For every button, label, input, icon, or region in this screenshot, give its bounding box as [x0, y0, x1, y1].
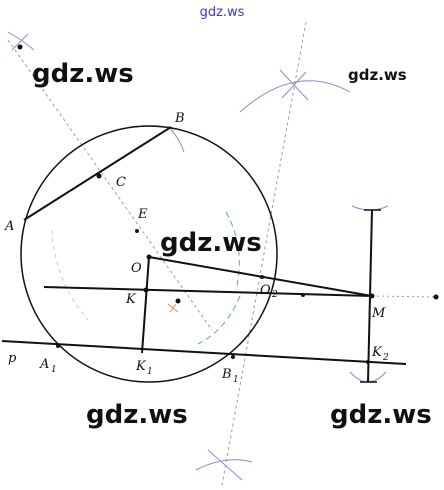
- label-k: K: [125, 292, 137, 307]
- watermark-top: gdz.ws: [200, 5, 245, 20]
- label-b1-sub: 1: [233, 375, 239, 385]
- point-far-right: [433, 294, 439, 300]
- watermark-upper-left: gdz.ws: [32, 59, 134, 89]
- arc-green-inner: [225, 211, 240, 291]
- label-b: B: [174, 111, 185, 126]
- point-o2: [260, 275, 264, 279]
- arc-faint-left: [51, 229, 89, 321]
- point-k: [143, 287, 149, 293]
- label-c: C: [116, 175, 126, 190]
- arc-green-lower: [197, 295, 241, 345]
- arc-top-left: [7, 31, 35, 51]
- construction-line-steep: [221, 21, 307, 486]
- label-a1-sub: 1: [51, 365, 57, 375]
- point-b1: [231, 355, 235, 359]
- label-o: O: [131, 261, 142, 276]
- label-k1: K: [135, 359, 147, 374]
- point-on-km: [301, 293, 305, 297]
- point-c: [96, 173, 102, 179]
- label-o2: O: [260, 283, 271, 298]
- watermark-lower-left: gdz.ws: [86, 400, 188, 430]
- main-circle: [20, 125, 278, 383]
- label-m: M: [371, 306, 386, 321]
- label-a1: A: [39, 357, 49, 372]
- point-k2: [366, 360, 370, 364]
- point-e: [135, 229, 139, 233]
- label-k2: K: [371, 345, 383, 360]
- label-o2-sub: 2: [271, 290, 278, 300]
- line-km: [43, 286, 373, 297]
- label-b1: B: [221, 367, 232, 382]
- point-top-left: [17, 44, 23, 50]
- arc-orange-mark: [167, 303, 179, 313]
- segment-ok1: [141, 256, 150, 354]
- label-k2-sub: 2: [382, 353, 389, 363]
- construction-line-right: [371, 295, 441, 298]
- arc-bottom: [195, 449, 253, 481]
- point-center-mark: [175, 298, 181, 304]
- line-p: [1, 340, 407, 365]
- construction-line-diagonal: [7, 39, 213, 331]
- arc-near-b: [169, 127, 185, 153]
- watermark-lower-right: gdz.ws: [330, 400, 432, 430]
- arc-upper-right-cross: [279, 69, 309, 101]
- label-p: p: [8, 351, 17, 366]
- point-a1: [56, 344, 60, 348]
- point-o: [146, 254, 152, 260]
- segment-ab: [23, 126, 172, 221]
- label-e: E: [137, 207, 148, 222]
- arc-upper-right: [239, 80, 351, 113]
- label-a: A: [4, 219, 14, 234]
- label-k1-sub: 1: [147, 367, 153, 377]
- point-m: [369, 293, 375, 299]
- watermark-upper-right: gdz.ws: [348, 66, 407, 84]
- watermark-center: gdz.ws: [160, 228, 262, 258]
